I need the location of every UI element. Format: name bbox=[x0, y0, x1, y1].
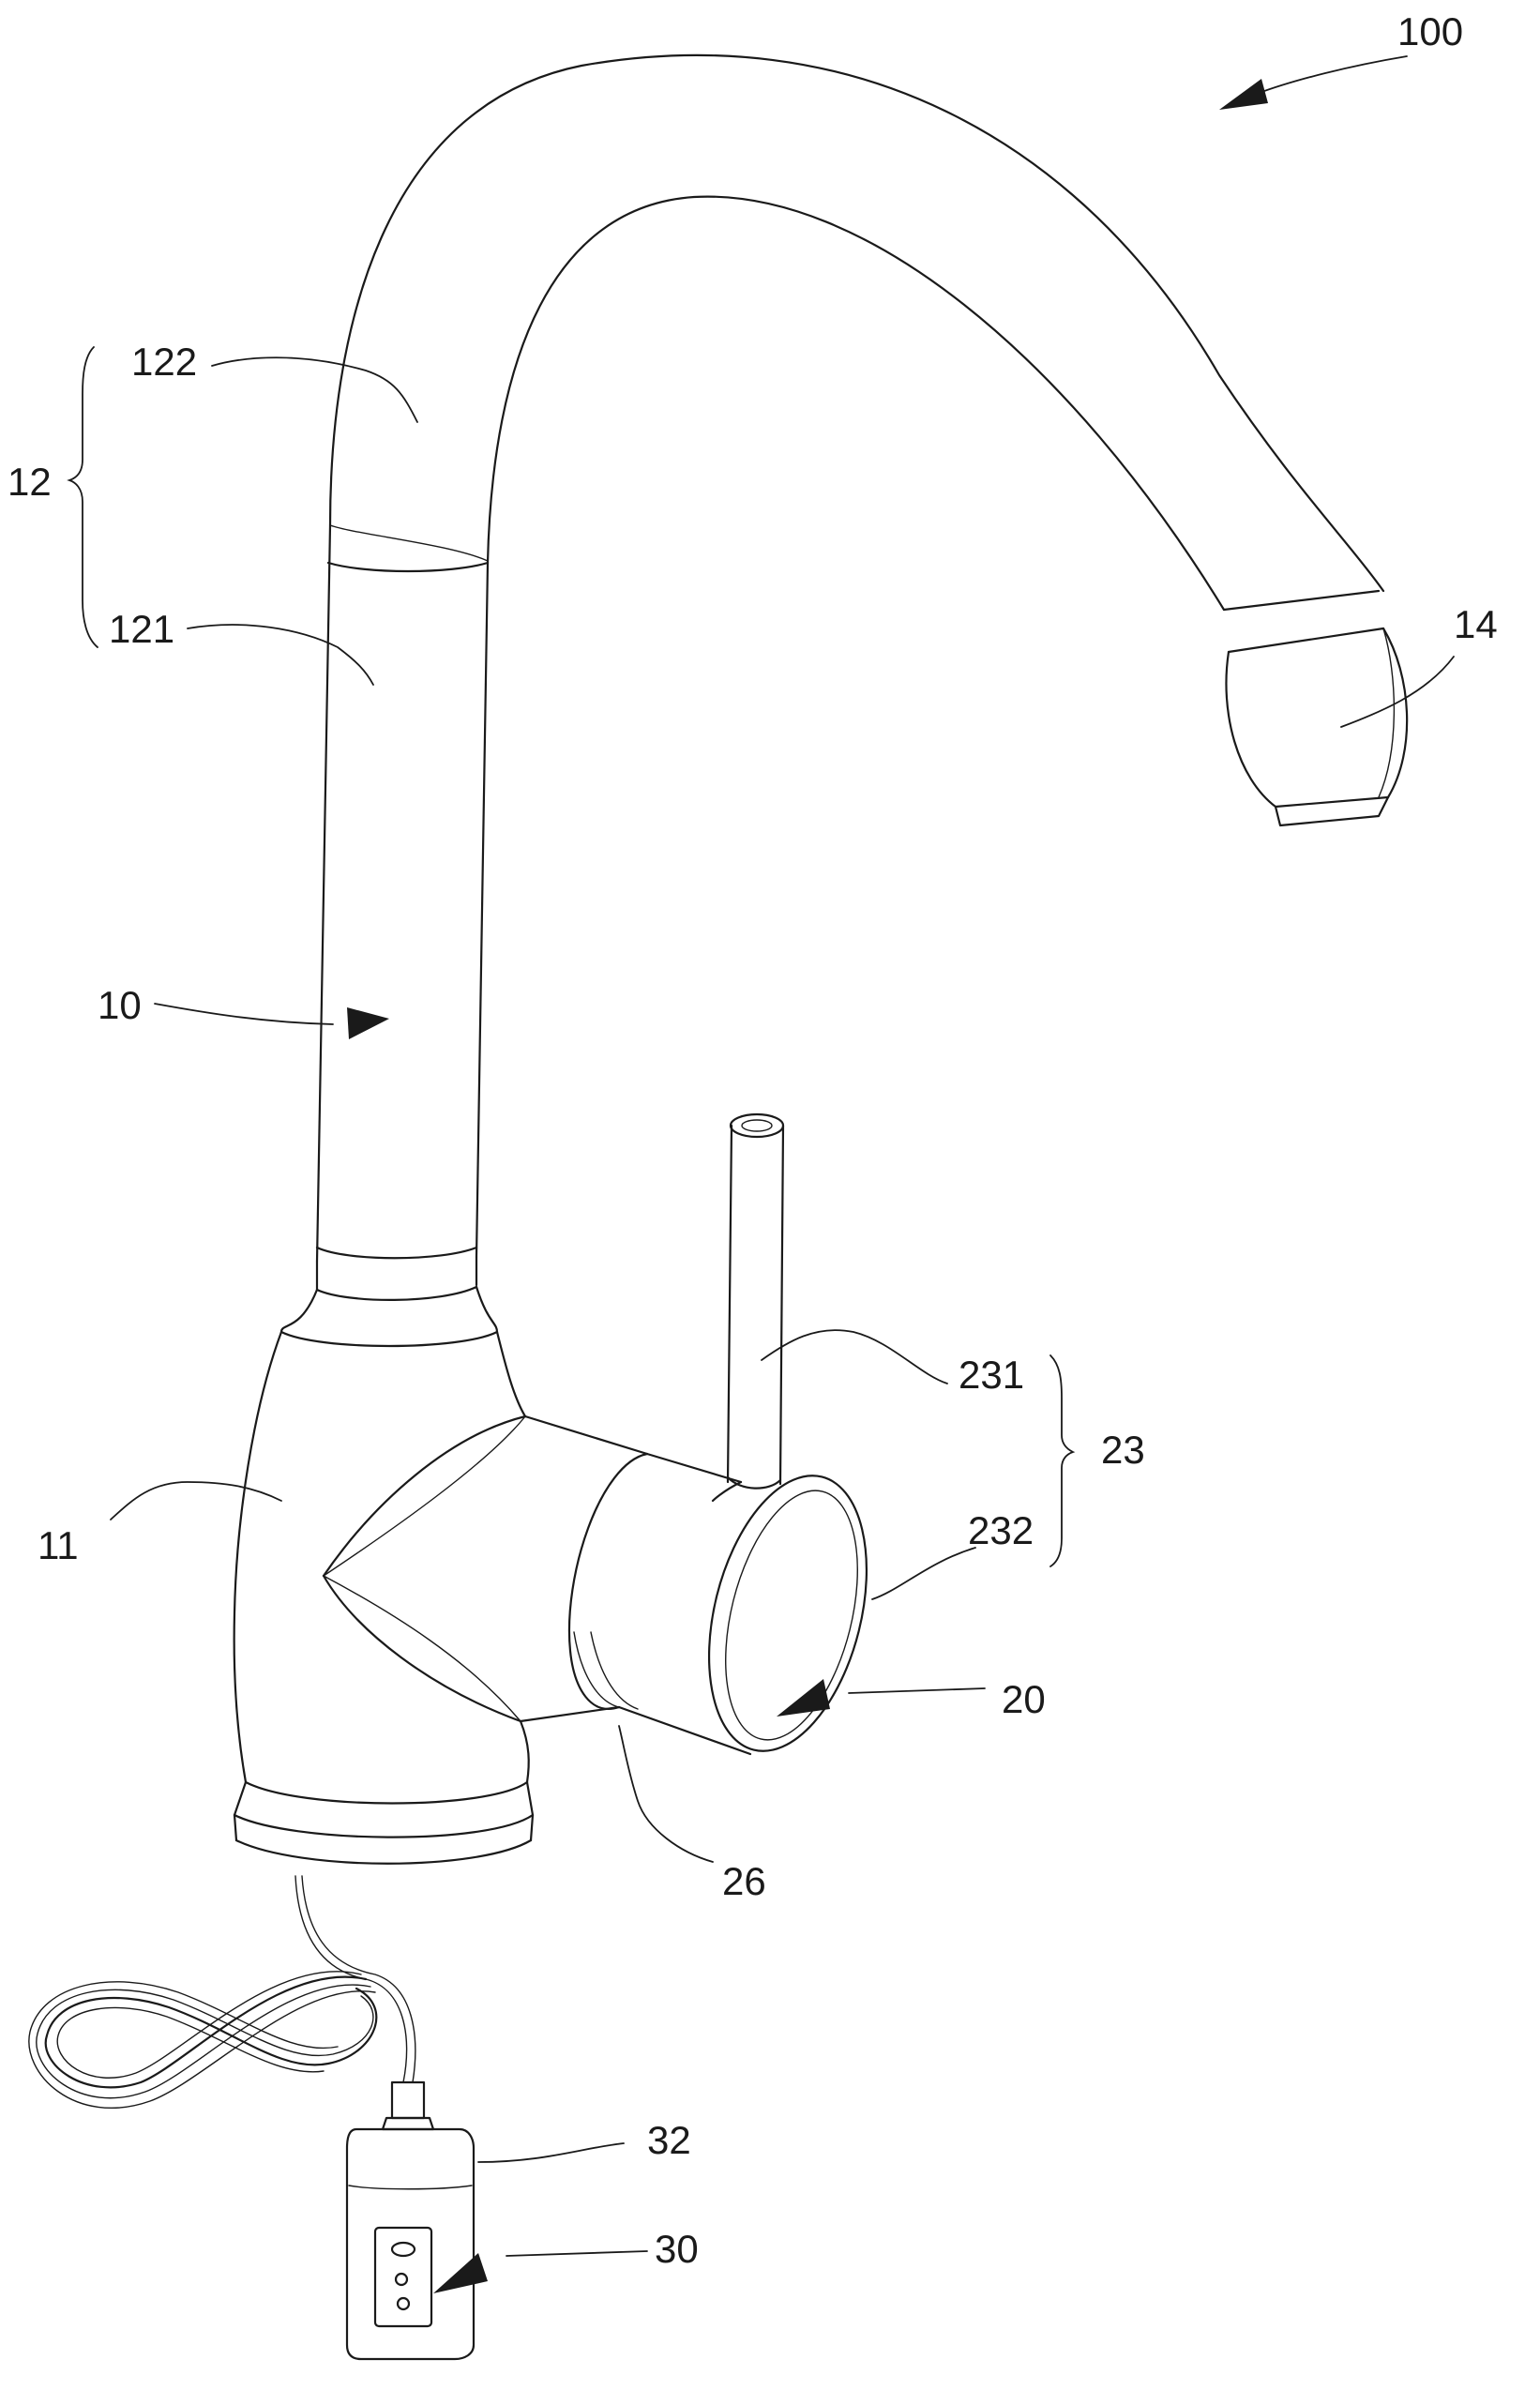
label-121: 121 bbox=[109, 607, 174, 651]
valve-housing bbox=[322, 1414, 868, 1756]
spout bbox=[315, 53, 1385, 1263]
bracket-23 bbox=[1049, 1354, 1076, 1567]
label-122: 122 bbox=[131, 340, 197, 384]
arrow-10 bbox=[347, 1007, 389, 1039]
arrow-20 bbox=[777, 1679, 830, 1717]
label-12: 12 bbox=[8, 460, 52, 504]
label-232: 232 bbox=[968, 1508, 1034, 1552]
cable bbox=[28, 1875, 416, 2109]
label-23: 23 bbox=[1101, 1428, 1145, 1472]
reference-labels: 100 122 12 121 14 10 231 23 232 11 20 26… bbox=[8, 9, 1498, 2271]
leaders bbox=[67, 55, 1455, 2293]
label-231: 231 bbox=[959, 1353, 1024, 1397]
arrow-100 bbox=[1219, 79, 1268, 110]
bracket-12 bbox=[67, 346, 98, 648]
label-26: 26 bbox=[722, 1859, 766, 1903]
label-32: 32 bbox=[647, 2118, 691, 2162]
label-10: 10 bbox=[98, 983, 142, 1027]
tube-collar bbox=[315, 1246, 478, 1301]
label-100: 100 bbox=[1397, 9, 1463, 53]
label-20: 20 bbox=[1002, 1677, 1046, 1721]
label-14: 14 bbox=[1454, 602, 1498, 646]
label-30: 30 bbox=[655, 2227, 699, 2271]
outlet-head bbox=[1222, 589, 1409, 827]
control-box bbox=[345, 2080, 476, 2361]
arrow-30 bbox=[433, 2253, 488, 2293]
faucet-body bbox=[233, 1285, 535, 1865]
label-11: 11 bbox=[38, 1523, 79, 1567]
handle-lever bbox=[726, 1112, 785, 1490]
